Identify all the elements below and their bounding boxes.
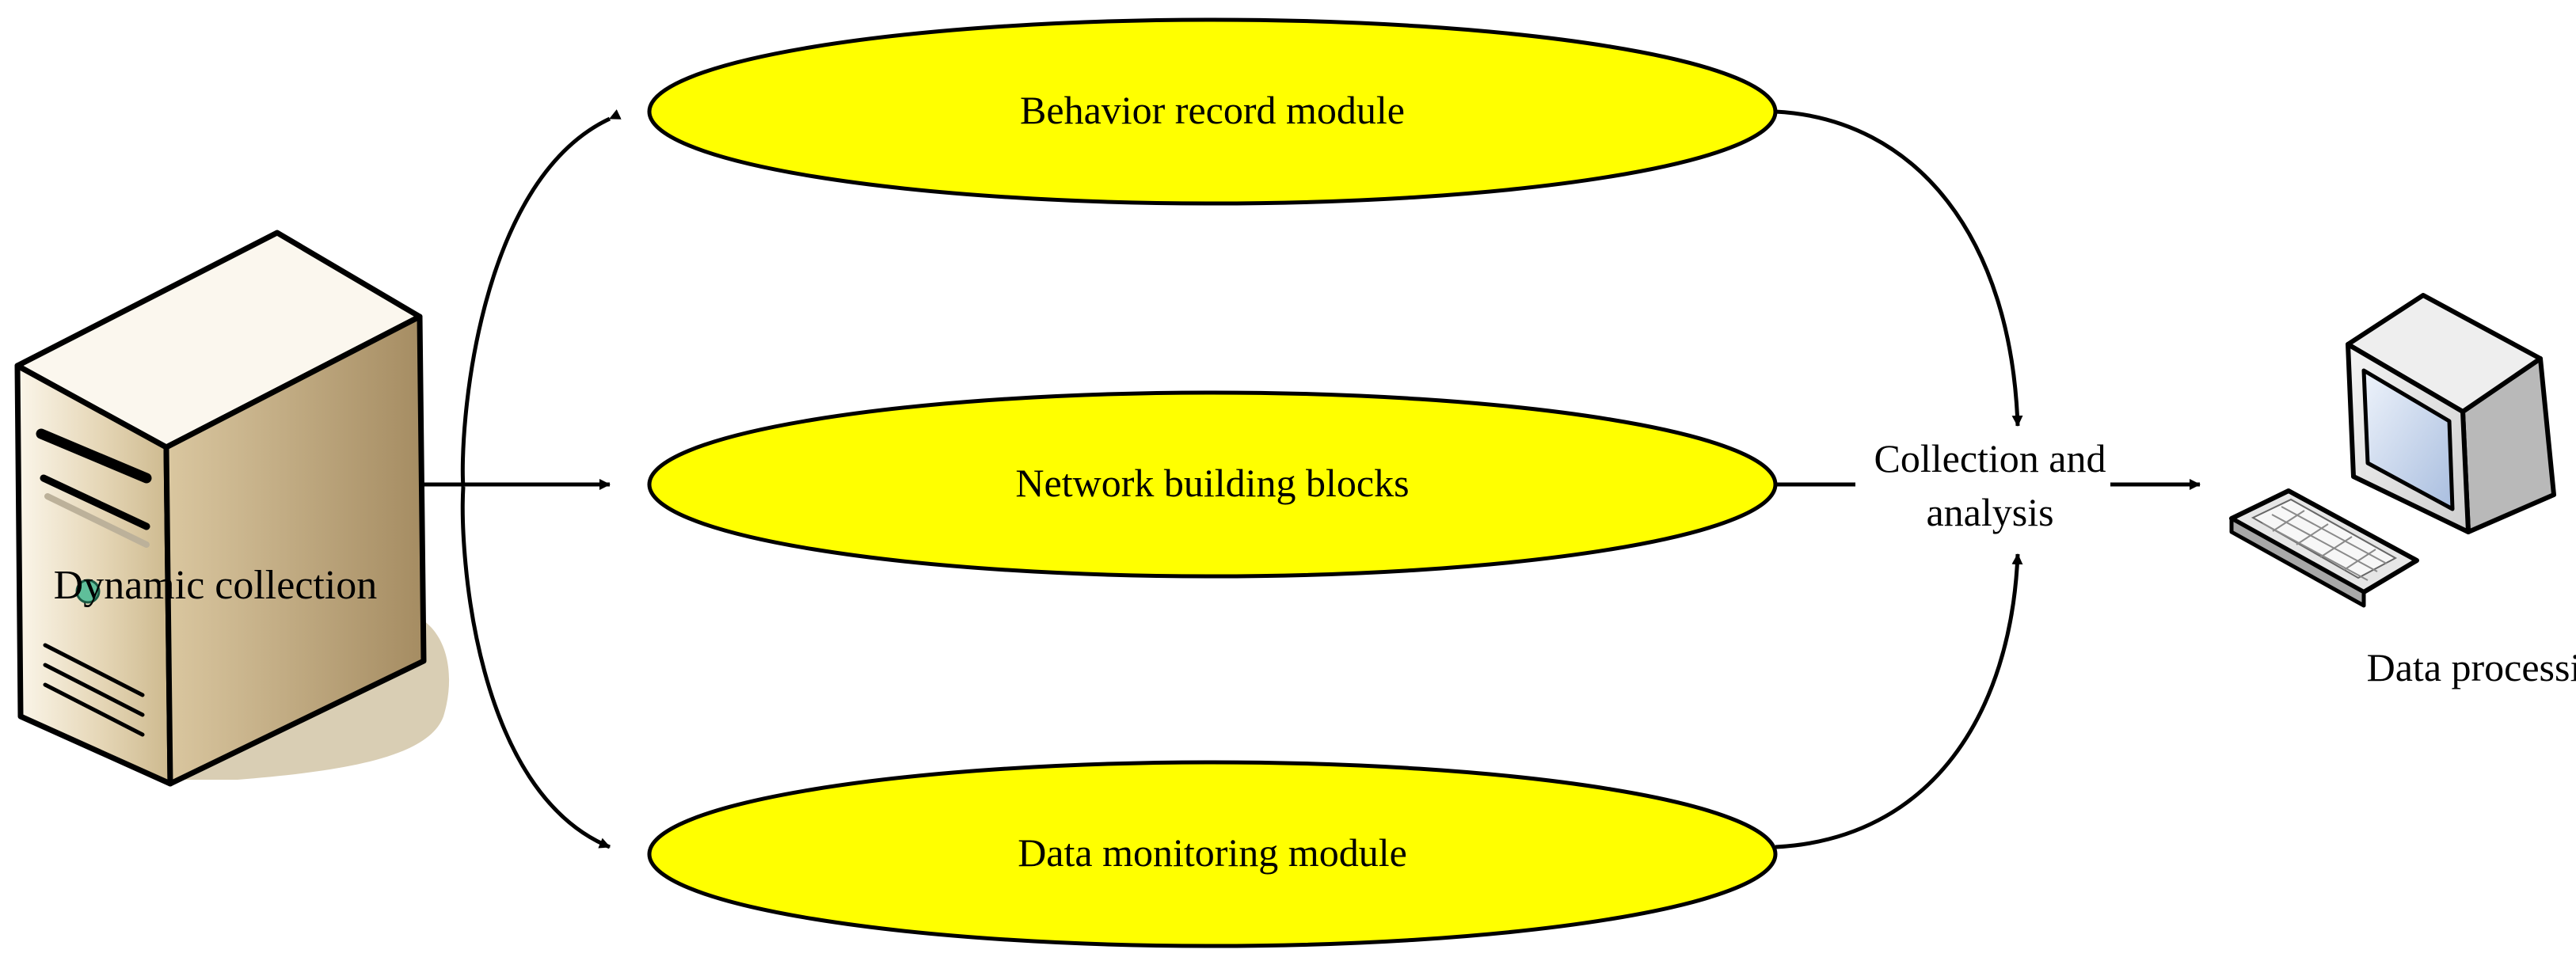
module-network-building-blocks: Network building blocks (647, 390, 1778, 579)
hub-label-line1: Collection and (1874, 436, 2106, 480)
module-ellipse (647, 17, 1778, 206)
server-vent (43, 663, 145, 717)
keyboard-keys-area (2251, 498, 2398, 579)
keyboard-key-rows (2262, 506, 2388, 581)
server-drive-slot (36, 428, 152, 484)
server-side-face (163, 313, 427, 787)
arrow-behavior-to-hub (1775, 109, 2023, 427)
desktop-computer-icon (2229, 293, 2556, 608)
module-label: Behavior record module (1020, 88, 1405, 132)
hub-collection-analysis: Collection and analysis (1874, 436, 2106, 534)
module-data-monitoring: Data monitoring module (647, 760, 1778, 948)
target-node-label: Data processing (2367, 645, 2576, 689)
module-label: Data monitoring module (1018, 830, 1407, 875)
arrow-monitoring-to-hub (1775, 553, 2023, 849)
server-tower-icon (14, 230, 450, 787)
module-label: Network building blocks (1015, 461, 1409, 505)
server-vent (43, 643, 145, 697)
arrow-server-to-monitoring (460, 486, 611, 849)
module-ellipse (647, 760, 1778, 948)
server-drive-slot (40, 474, 150, 530)
hub-label-line2: analysis (1926, 490, 2053, 534)
monitor-screen (2361, 368, 2455, 511)
server-drive-slot (44, 493, 150, 548)
server-power-led (75, 579, 101, 604)
keyboard-front-edge (2229, 516, 2366, 608)
source-node-label: Dynamic collection (54, 563, 378, 608)
connectors (421, 109, 2201, 849)
module-behavior-record: Behavior record module (647, 17, 1778, 206)
arrow-server-to-behavior (460, 109, 622, 488)
module-ellipse (647, 390, 1778, 579)
server-vent (43, 682, 145, 737)
